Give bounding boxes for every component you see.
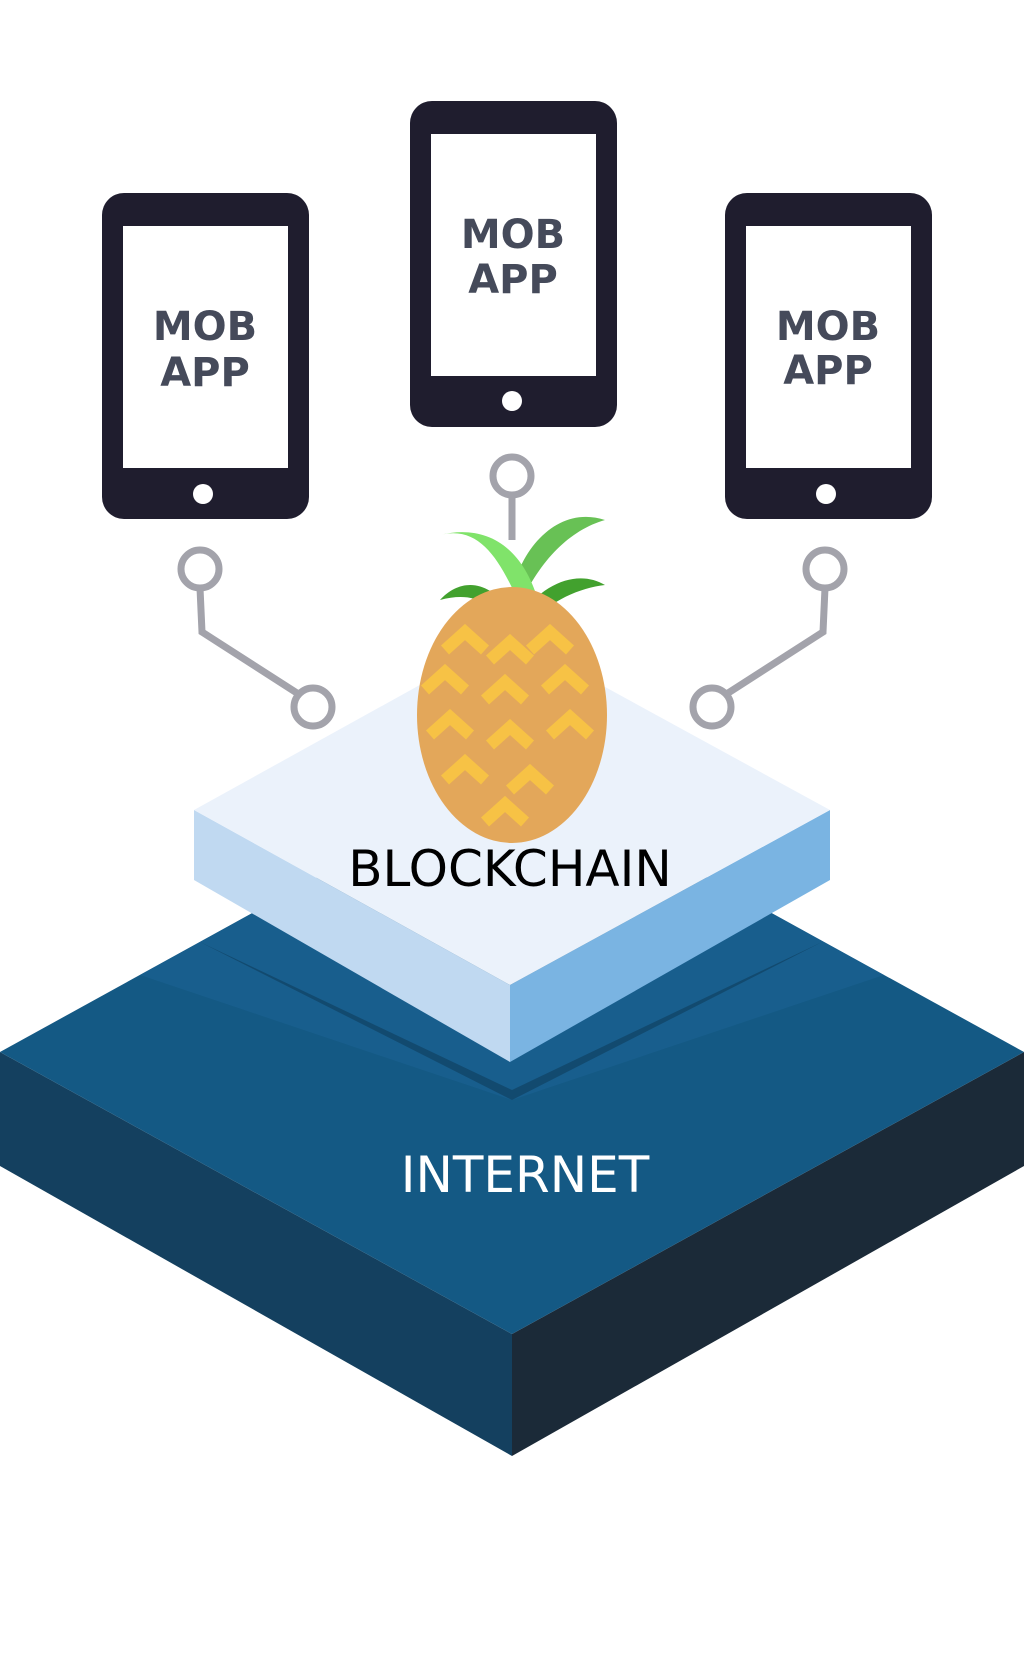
connector-center (489, 453, 535, 540)
pineapple-icon (417, 516, 607, 843)
phone-label-line2: APP (160, 350, 250, 396)
pineapple-leaf-left-top (440, 532, 538, 605)
internet-label: INTERNET (401, 1146, 650, 1204)
connector-right-layer-node (689, 684, 735, 730)
pineapple-body (417, 587, 607, 843)
phone-screen (746, 226, 911, 468)
internet-layer-right-face (512, 1052, 1024, 1456)
pineapple-pattern (420, 623, 595, 827)
phone-label-line2: APP (783, 348, 873, 394)
phone-label-line2: APP (468, 257, 558, 303)
phone-label-line1: MOB (776, 304, 880, 350)
connectors (177, 453, 848, 730)
phone-screen (123, 226, 288, 468)
internet-layer-left-face (0, 1052, 512, 1456)
connector-center-phone-node (489, 453, 535, 499)
phone-screen (431, 134, 596, 376)
phone-label-line1: MOB (153, 304, 257, 350)
phone-home-button (502, 391, 522, 411)
blockchain-layer-left-face (194, 810, 510, 1062)
mobile-app-center: MOB APP (410, 101, 617, 427)
connector-right-phone-node (802, 546, 848, 592)
mobile-app-left: MOB APP (102, 193, 309, 519)
blockchain-layer-right-face (510, 810, 830, 1062)
phone-label-line1: MOB (461, 212, 565, 258)
phone-home-button (816, 484, 836, 504)
blockchain-label: BLOCKCHAIN (348, 840, 672, 898)
connector-right (689, 546, 848, 730)
connector-left-phone-node (177, 546, 223, 592)
connector-left-layer-node (290, 684, 336, 730)
mobile-app-right: MOB APP (725, 193, 932, 519)
phone-home-button (193, 484, 213, 504)
connector-left (177, 546, 336, 730)
